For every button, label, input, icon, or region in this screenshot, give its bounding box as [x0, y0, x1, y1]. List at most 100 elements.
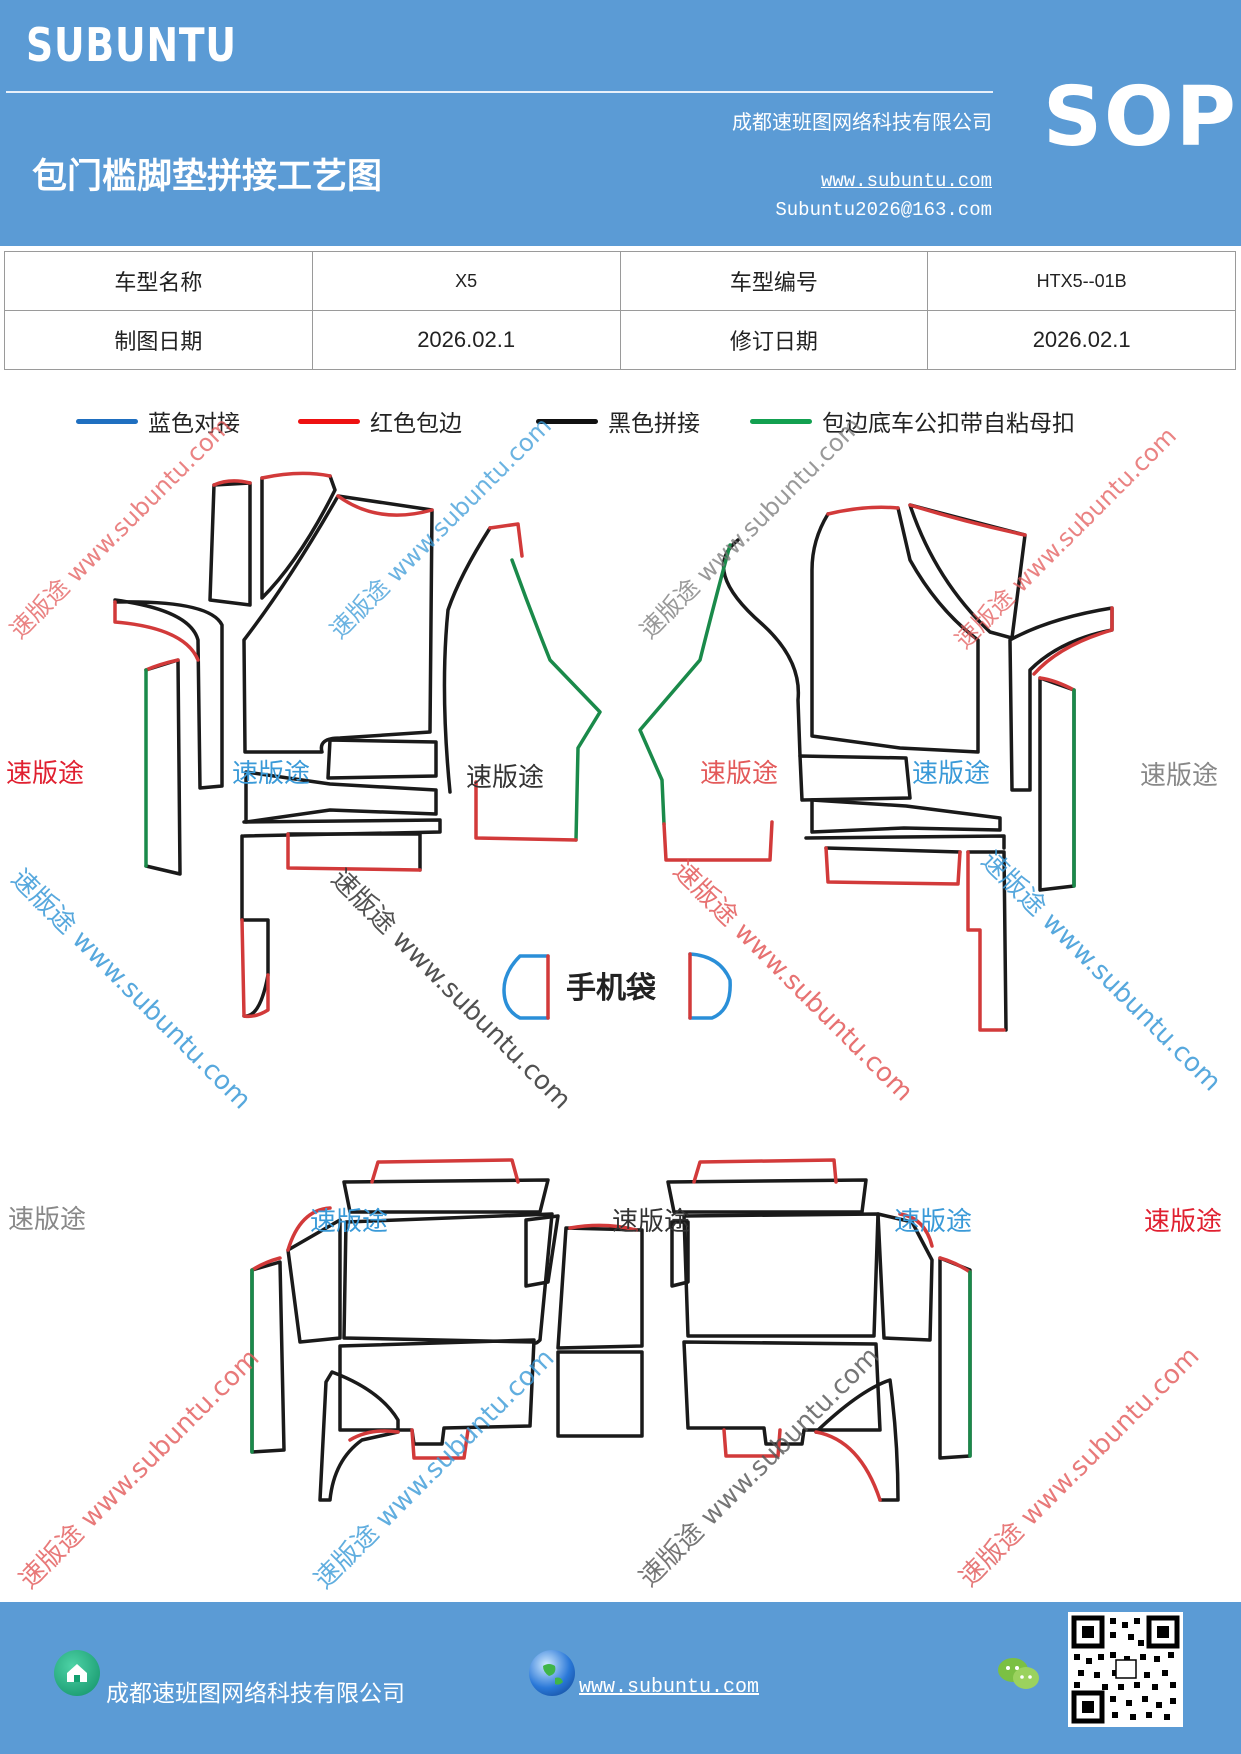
legend-item-blue: 蓝色对接	[76, 404, 240, 438]
mat-piece	[810, 798, 1002, 834]
legend-swatch	[750, 418, 812, 424]
mat-piece	[260, 474, 337, 600]
mat-piece	[208, 481, 252, 607]
watermark-text: 速版途 www.subuntu.com	[634, 1341, 886, 1593]
watermark-text: 速版途	[1144, 1207, 1222, 1237]
mat-edge-red	[1032, 606, 1114, 676]
phone-bag-right-edge	[688, 952, 732, 1020]
watermark-text: 速版途 www.subuntu.com	[975, 846, 1227, 1098]
mat-piece	[810, 506, 980, 754]
qr-code	[1068, 1612, 1183, 1727]
sop-badge: SOP	[1043, 70, 1238, 165]
mat-edge-red	[113, 600, 200, 662]
model-code-label: 车型编号	[619, 251, 929, 311]
watermark-text: 速版途 www.subuntu.com	[667, 856, 919, 1108]
revise-date-label: 修订日期	[619, 310, 929, 370]
watermark-text: 速版途	[1140, 761, 1218, 791]
revise-date-value: 2026.02.1	[927, 310, 1236, 370]
legend-swatch	[76, 418, 138, 424]
mat-piece	[938, 1256, 972, 1460]
watermark-text: 速版途 www.subuntu.com	[14, 1343, 266, 1595]
footer-company: 成都速班图网络科技有限公司	[106, 1681, 405, 1707]
watermark-text: 速版途	[894, 1207, 972, 1237]
globe-icon	[529, 1650, 575, 1696]
watermark-text: 速版途	[466, 763, 544, 793]
mat-edge-red	[908, 503, 1027, 537]
mat-piece	[966, 850, 1008, 1032]
footer-bar: 成都速班图网络科技有限公司 www.subuntu.com	[0, 1602, 1241, 1754]
mat-edge-red	[250, 1256, 282, 1272]
mat-piece	[804, 834, 1006, 850]
mat-piece	[318, 1370, 400, 1502]
legend-swatch	[298, 418, 360, 424]
mat-piece	[824, 846, 962, 854]
mat-edge-red	[662, 820, 774, 862]
mat-piece	[682, 1212, 880, 1338]
draw-date-value: 2026.02.1	[311, 310, 621, 370]
model-code-value: HTX5--01B	[927, 251, 1236, 311]
mat-edge-red	[824, 846, 962, 886]
mat-piece	[442, 526, 492, 794]
mat-edge-red	[898, 1212, 934, 1248]
legend: 蓝色对接 红色包边 黑色拼接 包边底车公扣带自粘母扣	[0, 404, 1241, 444]
mat-piece	[798, 754, 912, 802]
mat-piece	[286, 1218, 342, 1344]
mat-piece	[682, 1340, 882, 1446]
mat-edge-red	[336, 494, 434, 517]
watermark-text: 速版途 www.subuntu.com	[5, 864, 257, 1116]
legend-label: 红色包边	[370, 411, 462, 437]
legend-label: 包边底车公扣带自粘母扣	[822, 411, 1075, 437]
watermark-text: 速版途 www.subuntu.com	[324, 412, 557, 645]
watermark-text: 速版途	[310, 1207, 388, 1237]
mat-piece	[1038, 676, 1076, 892]
mat-edge-red	[286, 1206, 332, 1252]
mat-piece	[876, 1212, 934, 1342]
watermark-text: 速版途 www.subuntu.com	[325, 864, 577, 1116]
mat-piece	[113, 598, 224, 790]
footer-website-link[interactable]: www.subuntu.com	[579, 1676, 760, 1699]
home-icon	[54, 1650, 100, 1696]
header-divider	[6, 91, 993, 93]
mat-edge-red	[692, 1158, 838, 1184]
mat-edge-red	[1038, 676, 1076, 692]
mat-piece	[524, 1214, 560, 1288]
legend-item-red: 红色包边	[298, 404, 462, 438]
mat-edge-red	[286, 832, 422, 872]
mat-edge-red	[260, 471, 332, 480]
mat-edge-red	[568, 1223, 638, 1232]
website-link[interactable]: www.subuntu.com	[820, 170, 992, 192]
phone-bag-group	[502, 952, 732, 1020]
wechat-icon	[996, 1654, 1042, 1694]
rear-left-mat-group	[250, 1158, 644, 1502]
mat-edge-red	[348, 1429, 400, 1442]
mat-piece	[908, 503, 1027, 640]
mat-edge-red	[826, 505, 900, 516]
mat-edge-red	[474, 780, 578, 842]
watermark-text: 速版途	[8, 1205, 86, 1235]
mat-edge-red	[966, 850, 1006, 1032]
mat-piece	[721, 538, 802, 758]
mat-edge-red	[240, 918, 270, 1019]
legend-swatch	[536, 418, 598, 424]
model-name-value: X5	[311, 251, 621, 311]
email-address: Subuntu2026@163.com	[775, 199, 992, 221]
mat-edge-green	[638, 543, 732, 826]
mat-piece	[670, 1220, 690, 1288]
front-right-mat-group	[638, 503, 1114, 1032]
mat-edge-red	[212, 479, 252, 487]
watermark-text: 速版途	[232, 759, 310, 789]
mat-piece	[342, 1178, 550, 1214]
mat-piece	[666, 1178, 868, 1214]
table-row: 制图日期 2026.02.1 修订日期 2026.02.1	[4, 310, 1236, 370]
mat-piece	[286, 832, 422, 872]
mat-edge-red	[370, 1158, 520, 1184]
model-name-label: 车型名称	[4, 251, 313, 311]
info-table: 车型名称 X5 车型编号 HTX5--01B 制图日期 2026.02.1 修订…	[4, 251, 1236, 370]
mat-edge-green	[510, 558, 602, 842]
mat-piece	[240, 834, 270, 1018]
rear-right-mat-group	[666, 1158, 972, 1502]
table-row: 车型名称 X5 车型编号 HTX5--01B	[4, 251, 1236, 311]
mat-edge-red	[938, 1256, 972, 1274]
header-banner: SUBUNTU 成都速班图网络科技有限公司 包门槛脚垫拼接工艺图 www.sub…	[0, 0, 1241, 246]
